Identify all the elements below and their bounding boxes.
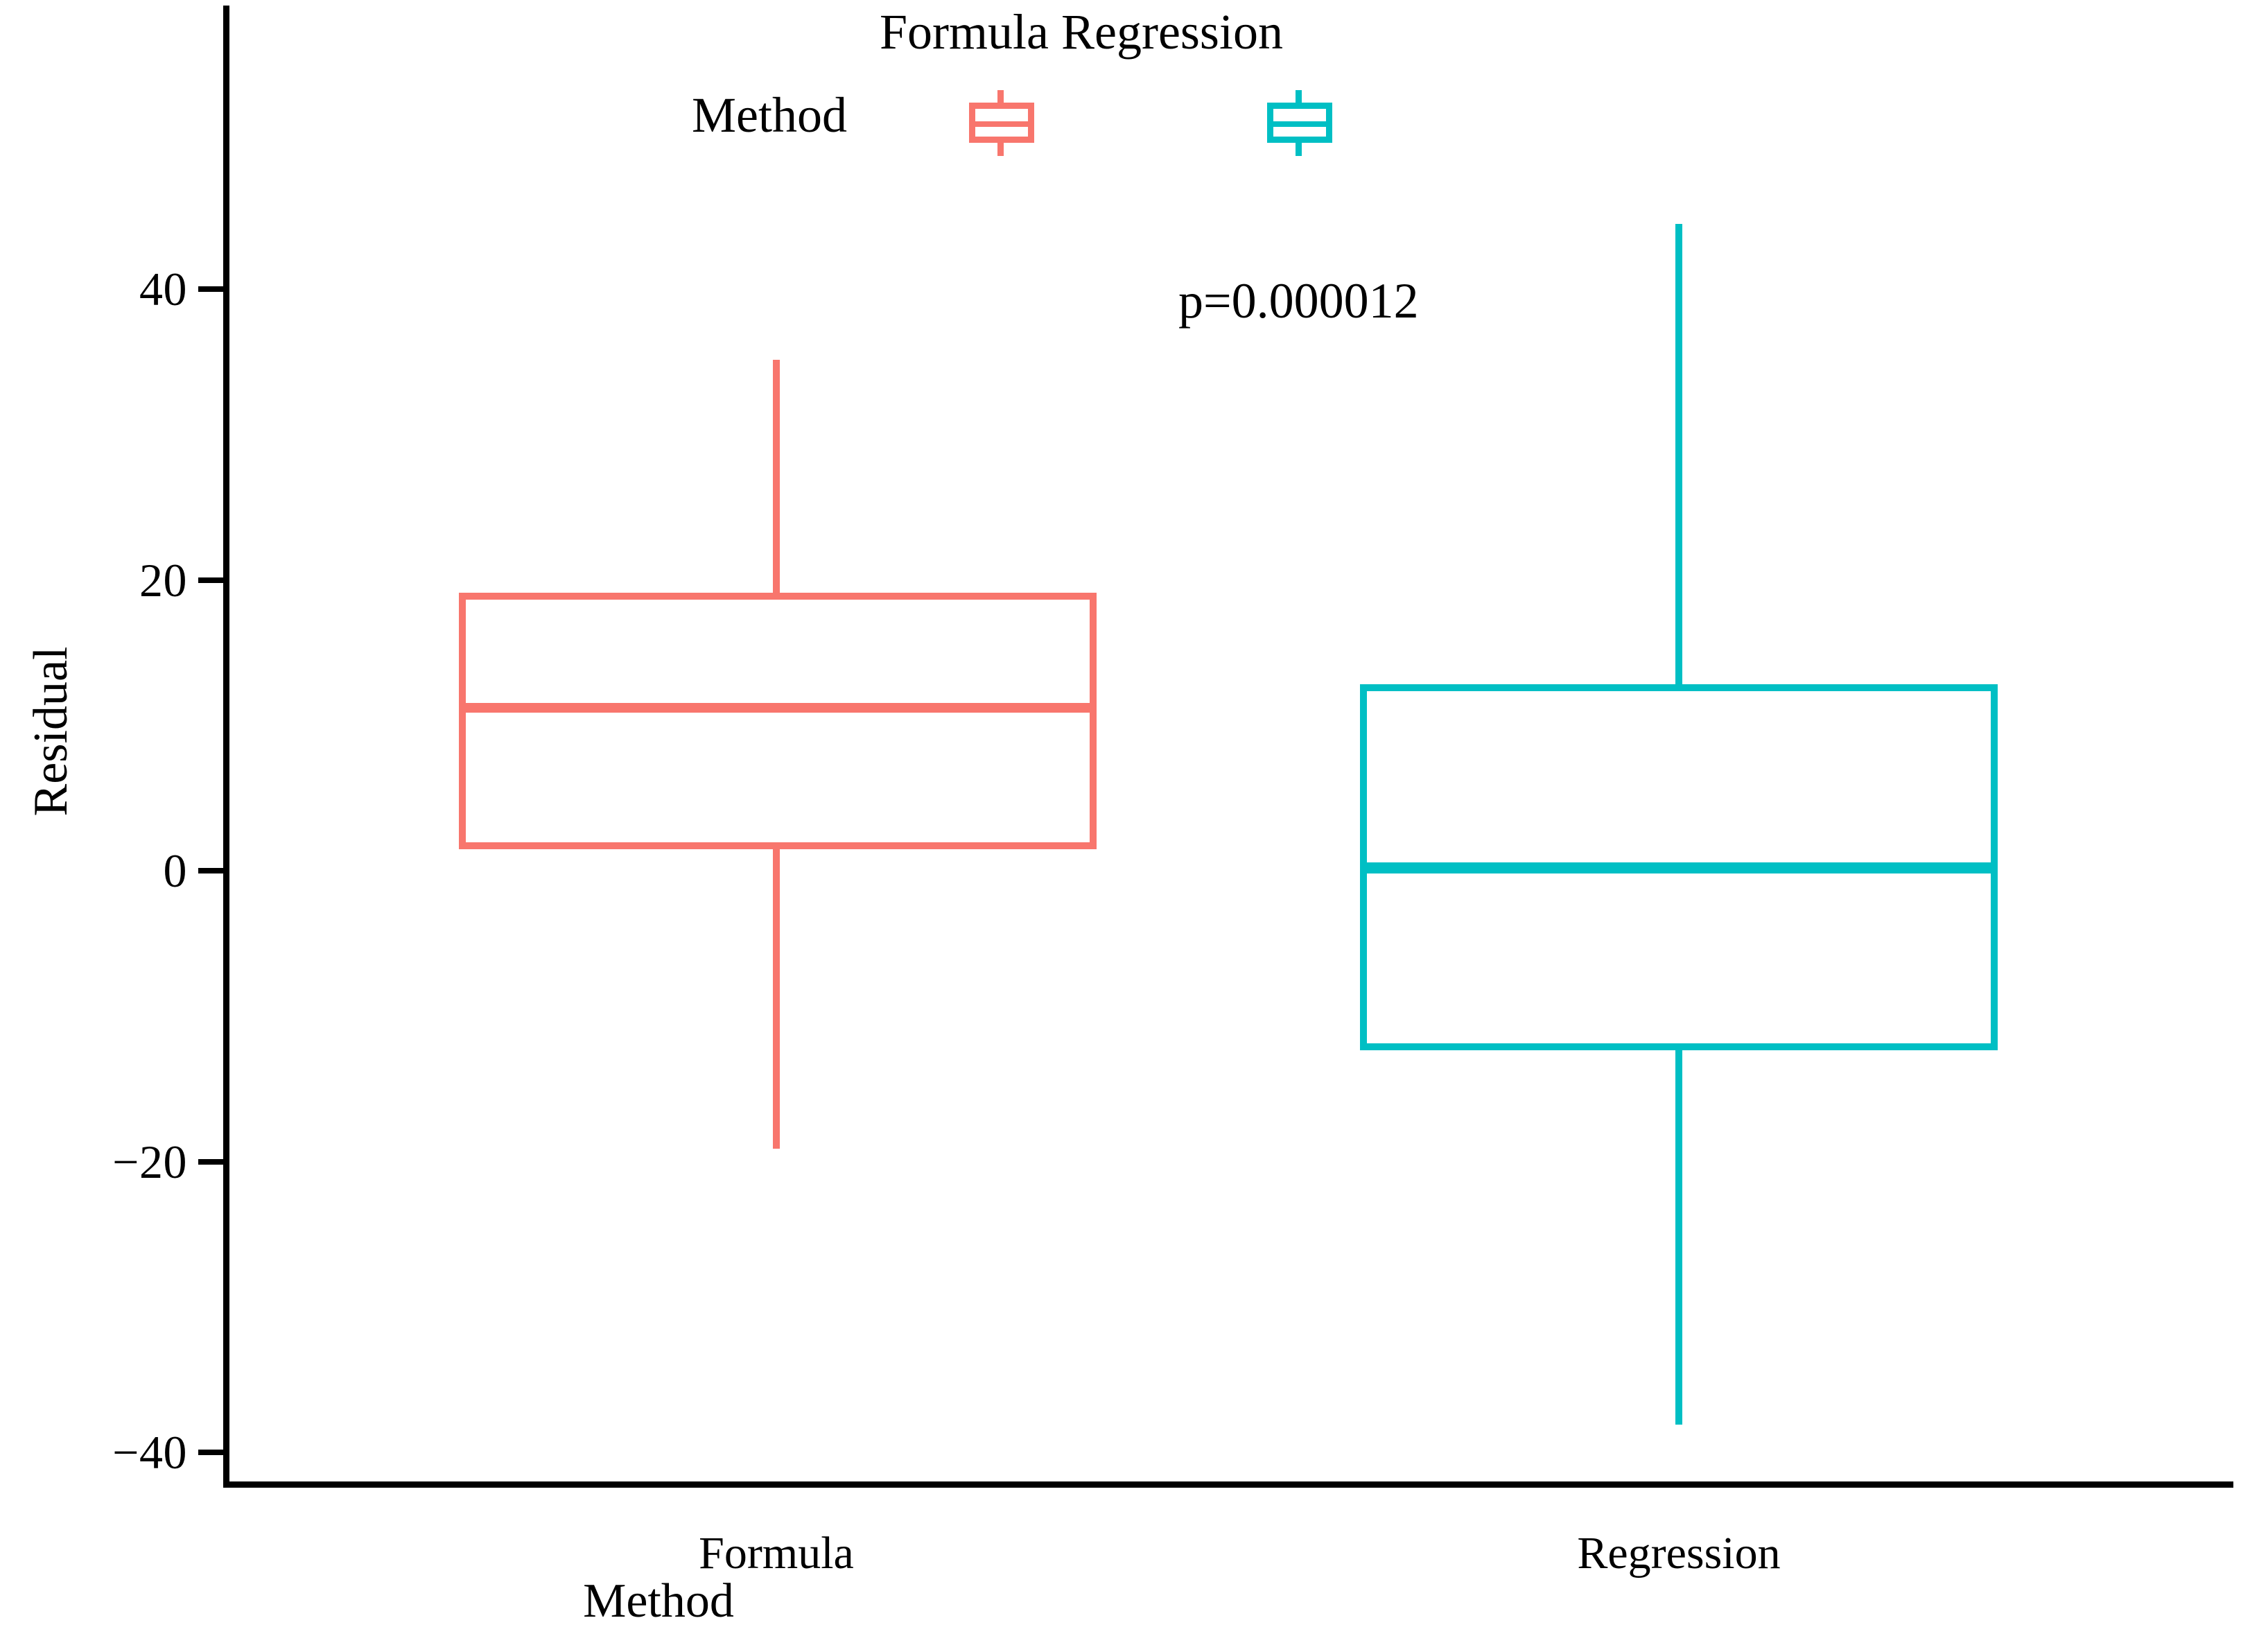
legend-whisker-bottom-icon — [997, 142, 1004, 156]
y-tick-label: 40 — [139, 263, 187, 315]
x-tick-label-regression: Regression — [1577, 1528, 1781, 1579]
y-tick-label: 20 — [139, 554, 187, 607]
y-tick-label: −20 — [112, 1136, 187, 1188]
whisker-lower — [1675, 1047, 1682, 1425]
x-tick-label-formula: Formula — [699, 1528, 854, 1579]
legend-median-icon — [1267, 121, 1332, 127]
y-tick-mark — [198, 1159, 223, 1165]
legend: Formula Regression Method — [665, 7, 1497, 166]
median-line — [459, 703, 1097, 713]
y-tick-label: −40 — [112, 1426, 187, 1479]
legend-whisker-top-icon — [997, 90, 1004, 104]
y-axis-title: Residual — [24, 646, 78, 817]
median-line — [1360, 862, 1998, 873]
x-axis-line — [223, 1481, 2233, 1488]
box-iqr — [459, 593, 1097, 849]
legend-whisker-top-icon — [1296, 90, 1302, 104]
legend-median-icon — [969, 121, 1034, 127]
y-axis-line — [223, 6, 229, 1487]
pvalue-annotation: p=0.000012 — [1178, 273, 1419, 329]
x-axis-title: Method — [583, 1574, 734, 1628]
legend-whisker-bottom-icon — [1296, 142, 1302, 156]
legend-title: Formula Regression — [880, 4, 1283, 60]
whisker-lower — [773, 845, 780, 1149]
y-tick-mark — [198, 577, 223, 583]
y-tick-mark — [198, 1450, 223, 1455]
y-tick-mark — [198, 286, 223, 292]
legend-variable-label: Method — [692, 87, 847, 143]
whisker-upper — [773, 360, 780, 597]
whisker-upper — [1675, 224, 1682, 688]
legend-key-formula[interactable] — [963, 90, 1040, 156]
legend-key-regression[interactable] — [1262, 90, 1338, 156]
y-tick-label: 0 — [163, 844, 187, 897]
y-tick-mark — [198, 868, 223, 873]
